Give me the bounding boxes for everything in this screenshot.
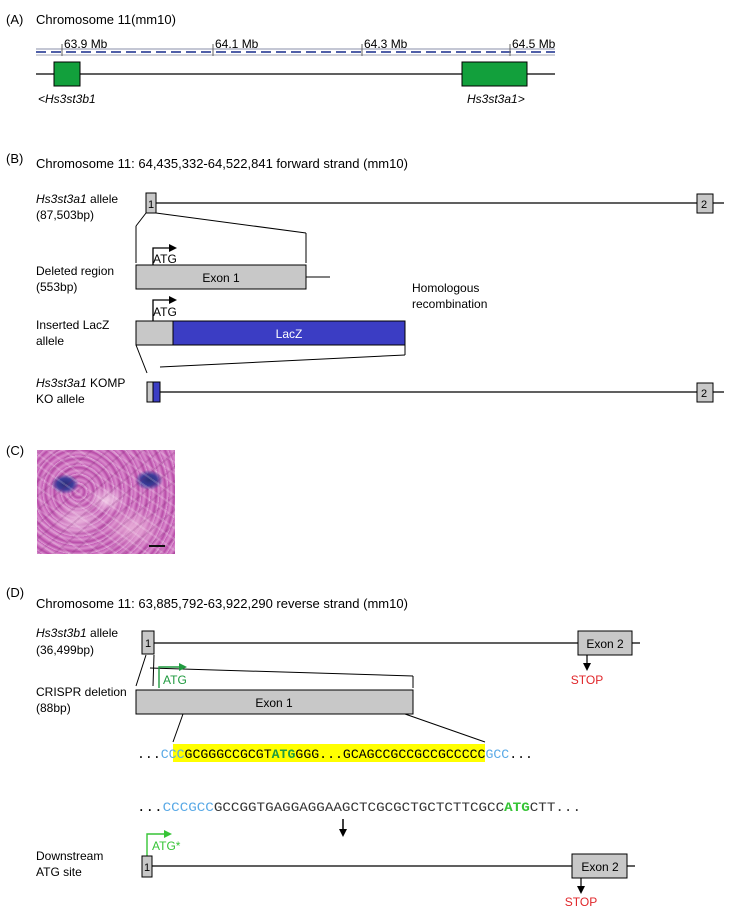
downstream-exon-2-box <box>571 853 628 879</box>
homologous-label-2: recombination <box>412 297 487 311</box>
stop-label-2: STOP <box>565 895 597 909</box>
panel-b-title: Chromosome 11: 64,435,332-64,522,841 for… <box>36 156 408 171</box>
collapse-line-right <box>159 354 406 368</box>
green-atg-arrow <box>158 663 187 688</box>
downstream-exon-2-label: Exon 2 <box>581 860 619 874</box>
deleted-region-label: Deleted region <box>36 264 114 278</box>
atg-star-arrow <box>146 830 172 857</box>
exon-1-box <box>145 192 157 214</box>
crispr-exon-1-label: Exon 1 <box>255 696 293 710</box>
b1-allele-size: (36,499bp) <box>36 643 94 657</box>
atg-label: ATG <box>153 252 177 266</box>
downstream-exon-1-number: 1 <box>144 862 150 874</box>
ko-allele-label-2: KO allele <box>36 392 85 406</box>
atg-label-2: ATG <box>153 305 177 319</box>
crispr-zoom-mid <box>152 654 155 687</box>
exon-1-number: 1 <box>148 199 154 211</box>
exon-1-label: Exon 1 <box>202 271 240 285</box>
atg-arrow-2 <box>152 296 177 322</box>
b1-allele-label: Hs3st3b1 allele <box>36 626 118 640</box>
gene-label-hs3st3b1: <Hs3st3b1 <box>38 92 96 106</box>
lacz-box <box>172 320 406 346</box>
ko-exon-2-box <box>696 382 714 403</box>
crispr-zoom-left <box>135 654 147 687</box>
panel-d-title: Chromosome 11: 63,885,792-63,922,290 rev… <box>36 596 408 611</box>
residual-exon-box <box>135 320 174 346</box>
ko-exon-residual-box <box>146 381 154 403</box>
tick-label-1: 63.9 Mb <box>64 37 108 51</box>
crispr-label: CRISPR deletion <box>36 685 127 699</box>
lacz-label: LacZ <box>276 327 303 341</box>
ko-exon-2-number: 2 <box>701 388 707 400</box>
downstream-label-1: Downstream <box>36 849 103 863</box>
tick-label-3: 64.3 Mb <box>364 37 408 51</box>
zoom-line-right <box>155 212 307 234</box>
deletion-highlight <box>173 744 485 762</box>
ko-lacz-box <box>152 381 161 403</box>
deleted-region-size: (553bp) <box>36 280 77 294</box>
gene-box-hs3st3b1 <box>53 61 81 87</box>
panel-a-label: (A) <box>6 12 23 27</box>
homologous-label-1: Homologous <box>412 281 479 295</box>
panel-a: (A) Chromosome 11(mm10) 63.9 Mb 64.1 Mb … <box>6 12 556 106</box>
allele-size: (87,503bp) <box>36 208 94 222</box>
exon-2-box <box>696 193 714 214</box>
ko-allele-label: Hs3st3a1 KOMP <box>36 376 125 390</box>
seq-zoom-right <box>404 713 486 743</box>
panel-c-label: (C) <box>6 443 24 458</box>
panel-b-label: (B) <box>6 151 23 166</box>
tissue-texture <box>37 450 175 554</box>
atg-star-label: ATG* <box>152 839 181 853</box>
downstream-exon-1-box <box>141 855 153 878</box>
b1-exon-1-number: 1 <box>145 638 151 650</box>
crispr-exon-1-box <box>135 689 414 715</box>
tick-label-4: 64.5 Mb <box>512 37 556 51</box>
scale-bar <box>149 545 165 547</box>
panel-d-label: (D) <box>6 585 24 600</box>
stop-label: STOP <box>571 673 603 687</box>
tick-label-2: 64.1 Mb <box>215 37 259 51</box>
panel-a-title: Chromosome 11(mm10) <box>36 12 176 27</box>
zoom-line-left <box>135 212 147 227</box>
panel-b: (B) Chromosome 11: 64,435,332-64,522,841… <box>6 151 724 406</box>
allele-label: Hs3st3a1 allele <box>36 192 118 206</box>
seq-zoom-left <box>172 713 184 743</box>
atg-arrow <box>152 244 177 267</box>
histology-image <box>37 450 175 554</box>
gene-label-hs3st3a1: Hs3st3a1> <box>467 92 525 106</box>
inserted-lacz-label-2: allele <box>36 334 64 348</box>
panel-d: (D) Chromosome 11: 63,885,792-63,922,290… <box>6 585 640 909</box>
gene-box-hs3st3a1 <box>461 61 528 87</box>
inserted-lacz-label-1: Inserted LacZ <box>36 318 109 332</box>
scale-ruler <box>36 44 555 56</box>
crispr-size: (88bp) <box>36 701 71 715</box>
b1-exon-2-box <box>577 630 633 656</box>
downstream-label-2: ATG site <box>36 865 82 879</box>
b1-exon-2-label: Exon 2 <box>586 637 624 651</box>
exon-2-number: 2 <box>701 199 707 211</box>
crispr-zoom-right <box>149 667 414 677</box>
collapse-line-left <box>135 344 148 374</box>
green-atg-label: ATG <box>163 673 187 687</box>
b1-exon-1-box <box>141 630 155 655</box>
